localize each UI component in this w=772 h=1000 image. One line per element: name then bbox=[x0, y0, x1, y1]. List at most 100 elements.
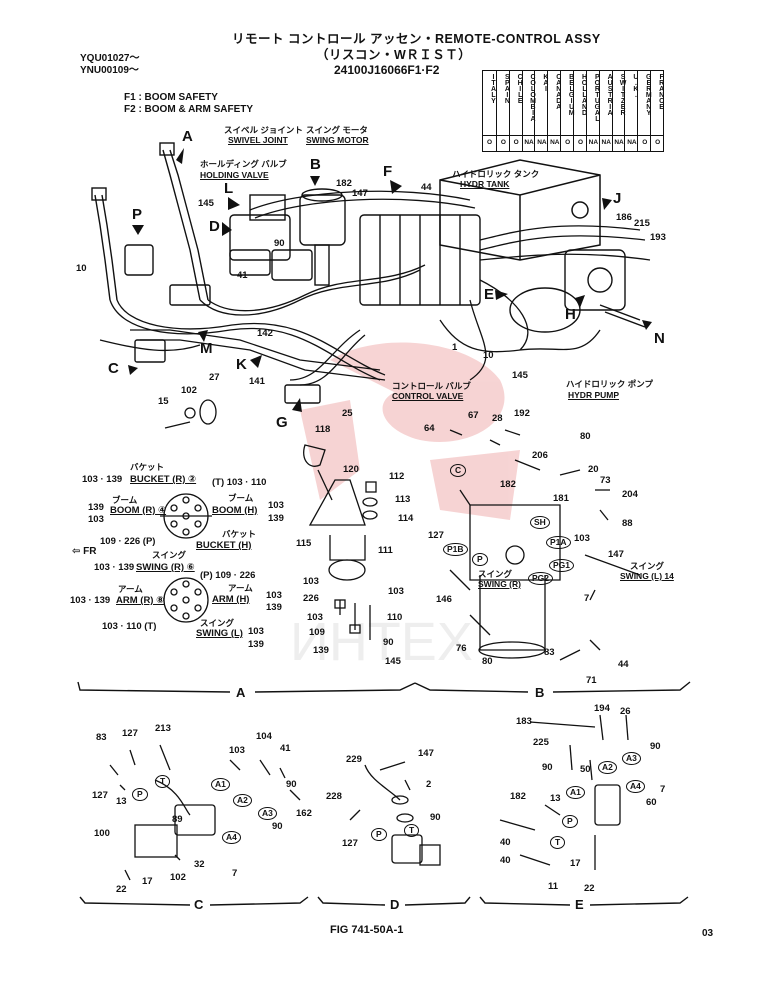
part-number-label: 228 bbox=[326, 791, 342, 802]
part-number-label: 182 bbox=[500, 479, 516, 490]
d-port-p: P bbox=[371, 828, 387, 841]
part-number-label: 90 bbox=[286, 779, 297, 790]
a-right-2: 103 bbox=[268, 500, 284, 511]
part-number-label: 215 bbox=[634, 218, 650, 229]
bucket-r-jp: バケット bbox=[130, 462, 165, 472]
e-port-a4: A4 bbox=[626, 780, 645, 793]
section-letter-e: E bbox=[575, 897, 584, 912]
bucket-h-label: BUCKET (H) bbox=[196, 540, 252, 551]
hose-bundles bbox=[99, 190, 651, 386]
part-number-label: 2 bbox=[426, 779, 432, 790]
boom-r-jp: ブーム bbox=[112, 495, 138, 505]
country-code: NA bbox=[601, 139, 611, 146]
view-letter-a: A bbox=[182, 128, 193, 145]
part-number-label: 186 bbox=[616, 212, 632, 223]
part-number-label: 67 bbox=[468, 410, 479, 421]
country-code: O bbox=[500, 139, 506, 146]
section-letter-c: C bbox=[194, 897, 204, 912]
control-valve-label: CONTROL VALVE bbox=[392, 391, 464, 401]
hydr-tank-jp: ハイドロリック タンク bbox=[452, 169, 540, 179]
part-number-label: 104 bbox=[256, 731, 272, 742]
part-number-label: 192 bbox=[514, 408, 530, 419]
country-code: NA bbox=[614, 139, 624, 146]
a-right-7: 103 bbox=[248, 626, 264, 637]
part-number-label: 102 bbox=[181, 385, 197, 396]
a-right-6: 139 bbox=[266, 602, 282, 613]
part-number-label: 147 bbox=[608, 549, 624, 560]
country-code: O bbox=[577, 139, 584, 146]
part-number-label: 112 bbox=[389, 471, 405, 482]
part-number-label: 83 bbox=[96, 732, 107, 743]
view-letter-n: N bbox=[654, 330, 665, 347]
control-valve-drawing bbox=[359, 214, 481, 306]
swivel-joint-jp: スイベル ジョイント bbox=[224, 125, 303, 135]
swing-l-label: SWING (L) bbox=[196, 628, 243, 639]
country-name: PORTUGAL bbox=[593, 74, 601, 122]
part-number-label: 145 bbox=[198, 198, 214, 209]
part-number-label: 44 bbox=[421, 182, 432, 193]
part-number-label: 73 bbox=[600, 475, 611, 486]
bucket-h-jp: バケット bbox=[222, 529, 257, 539]
view-letter-e: E bbox=[484, 286, 495, 303]
part-number-label: 50 bbox=[580, 764, 591, 775]
part-number-label: 80 bbox=[482, 656, 493, 667]
part-number-label: 114 bbox=[398, 513, 414, 524]
country-code: NA bbox=[537, 139, 547, 146]
country-name: SWITZER bbox=[619, 74, 627, 116]
holding-valve-label: HOLDING VALVE bbox=[200, 170, 269, 180]
part-number-label: 90 bbox=[650, 741, 661, 752]
part-number-label: 141 bbox=[249, 376, 265, 387]
country-code: O bbox=[565, 139, 571, 146]
part-number-label: 194 bbox=[594, 703, 610, 714]
port-p1a: P1A bbox=[546, 536, 571, 549]
country-name: CANADA bbox=[555, 74, 563, 110]
a-left-4: 109 · 226 (P) bbox=[100, 536, 156, 547]
part-number-label: 22 bbox=[584, 883, 595, 894]
e-port-p: P bbox=[562, 815, 578, 828]
part-number-label: 102 bbox=[170, 872, 186, 883]
swing-motor-drawing bbox=[299, 188, 346, 286]
part-number-label: 118 bbox=[315, 424, 331, 435]
svg-text:ИНТЕХ: ИНТЕХ bbox=[290, 612, 473, 672]
view-letter-b: B bbox=[310, 156, 321, 173]
arm-h-label: ARM (H) bbox=[212, 594, 250, 605]
country-name: ITALY bbox=[490, 74, 497, 104]
country-code: O bbox=[513, 139, 519, 146]
hydr-tank-label: HYDR TANK bbox=[460, 179, 510, 189]
part-number-label: 7 bbox=[232, 868, 238, 879]
part-number-label: 183 bbox=[516, 716, 532, 727]
part-number-label: 27 bbox=[209, 372, 220, 383]
bucket-r-label: BUCKET (R) ② bbox=[130, 474, 197, 485]
country-column: SWITZER NA bbox=[611, 71, 627, 151]
part-number-label: 110 bbox=[387, 612, 403, 623]
part-number-label: 145 bbox=[512, 370, 528, 381]
part-number-label: 1 bbox=[452, 342, 458, 353]
part-number-label: 127 bbox=[92, 790, 108, 801]
view-letter-g: G bbox=[276, 414, 288, 431]
country-column: CHILE O bbox=[508, 71, 524, 151]
boom-r-label: BOOM (R) ④ bbox=[110, 505, 167, 516]
f2-label: F2 : BOOM & ARM SAFETY bbox=[124, 104, 254, 115]
part-number-label: 142 bbox=[257, 328, 273, 339]
boom-h-label: BOOM (H) bbox=[212, 505, 258, 516]
a-left-3: 103 bbox=[88, 514, 104, 525]
part-number-label: 147 bbox=[418, 748, 434, 759]
a-left-7: 103 · 110 (T) bbox=[102, 621, 157, 632]
view-letter-l: L bbox=[224, 180, 234, 197]
part-number-label: 83 bbox=[544, 647, 555, 658]
part-number-label: 10 bbox=[483, 350, 494, 361]
part-number-label: 76 bbox=[456, 643, 467, 654]
part-number-label: 182 bbox=[510, 791, 526, 802]
country-code: O bbox=[655, 139, 661, 146]
a-right-8: 139 bbox=[248, 639, 264, 650]
country-code: NA bbox=[627, 139, 637, 146]
lever-assemblies bbox=[91, 142, 211, 306]
part-number-label: 103 bbox=[574, 533, 590, 544]
arm-r-label: ARM (R) ⑧ bbox=[116, 595, 165, 606]
country-name: CHILE bbox=[516, 74, 524, 104]
